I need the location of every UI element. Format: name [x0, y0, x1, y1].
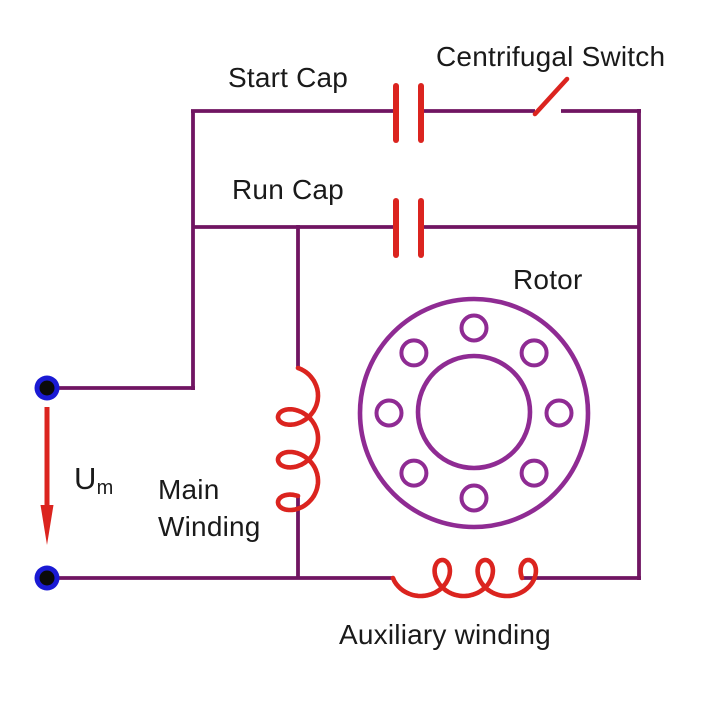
rotor-icon [357, 296, 591, 530]
rotor-slot-circle [519, 458, 549, 488]
rotor-slot-circle [459, 313, 489, 343]
start-capacitor-icon [393, 83, 424, 143]
run-capacitor-icon [393, 198, 424, 258]
rotor-slot-circle [459, 483, 489, 513]
centrifugal-switch-label: Centrifugal Switch [436, 41, 666, 72]
auxiliary-winding-label: Auxiliary winding [339, 619, 551, 650]
main-winding-label-line2: Winding [158, 511, 261, 542]
rotor-outer-ring [357, 296, 591, 530]
main-winding-label: Main Winding [158, 471, 261, 545]
rotor-inner-ring [415, 353, 533, 471]
main-winding-coil-icon [275, 365, 321, 513]
rotor-slot-circle [519, 338, 549, 368]
run-cap-label: Run Cap [232, 174, 344, 205]
auxiliary-winding-coil-icon [390, 557, 539, 599]
wires [50, 109, 641, 580]
rotor-slots [374, 313, 574, 513]
voltage-label: Um [74, 460, 113, 500]
main-winding-label-line1: Main [158, 474, 220, 505]
voltage-down-arrow-icon [40, 407, 54, 545]
centrifugal-switch-blade-icon [532, 76, 570, 117]
voltage-symbol: U [74, 461, 97, 496]
voltage-subscript: m [96, 477, 114, 499]
rotor-label: Rotor [513, 264, 583, 295]
start-cap-label: Start Cap [228, 62, 349, 93]
bottom-terminal-icon [34, 565, 60, 591]
rotor-slot-circle [399, 458, 429, 488]
rotor-slot-circle [399, 338, 429, 368]
rotor-slot-circle [374, 398, 404, 428]
rotor-slot-circle [544, 398, 574, 428]
top-terminal-icon [34, 375, 60, 401]
